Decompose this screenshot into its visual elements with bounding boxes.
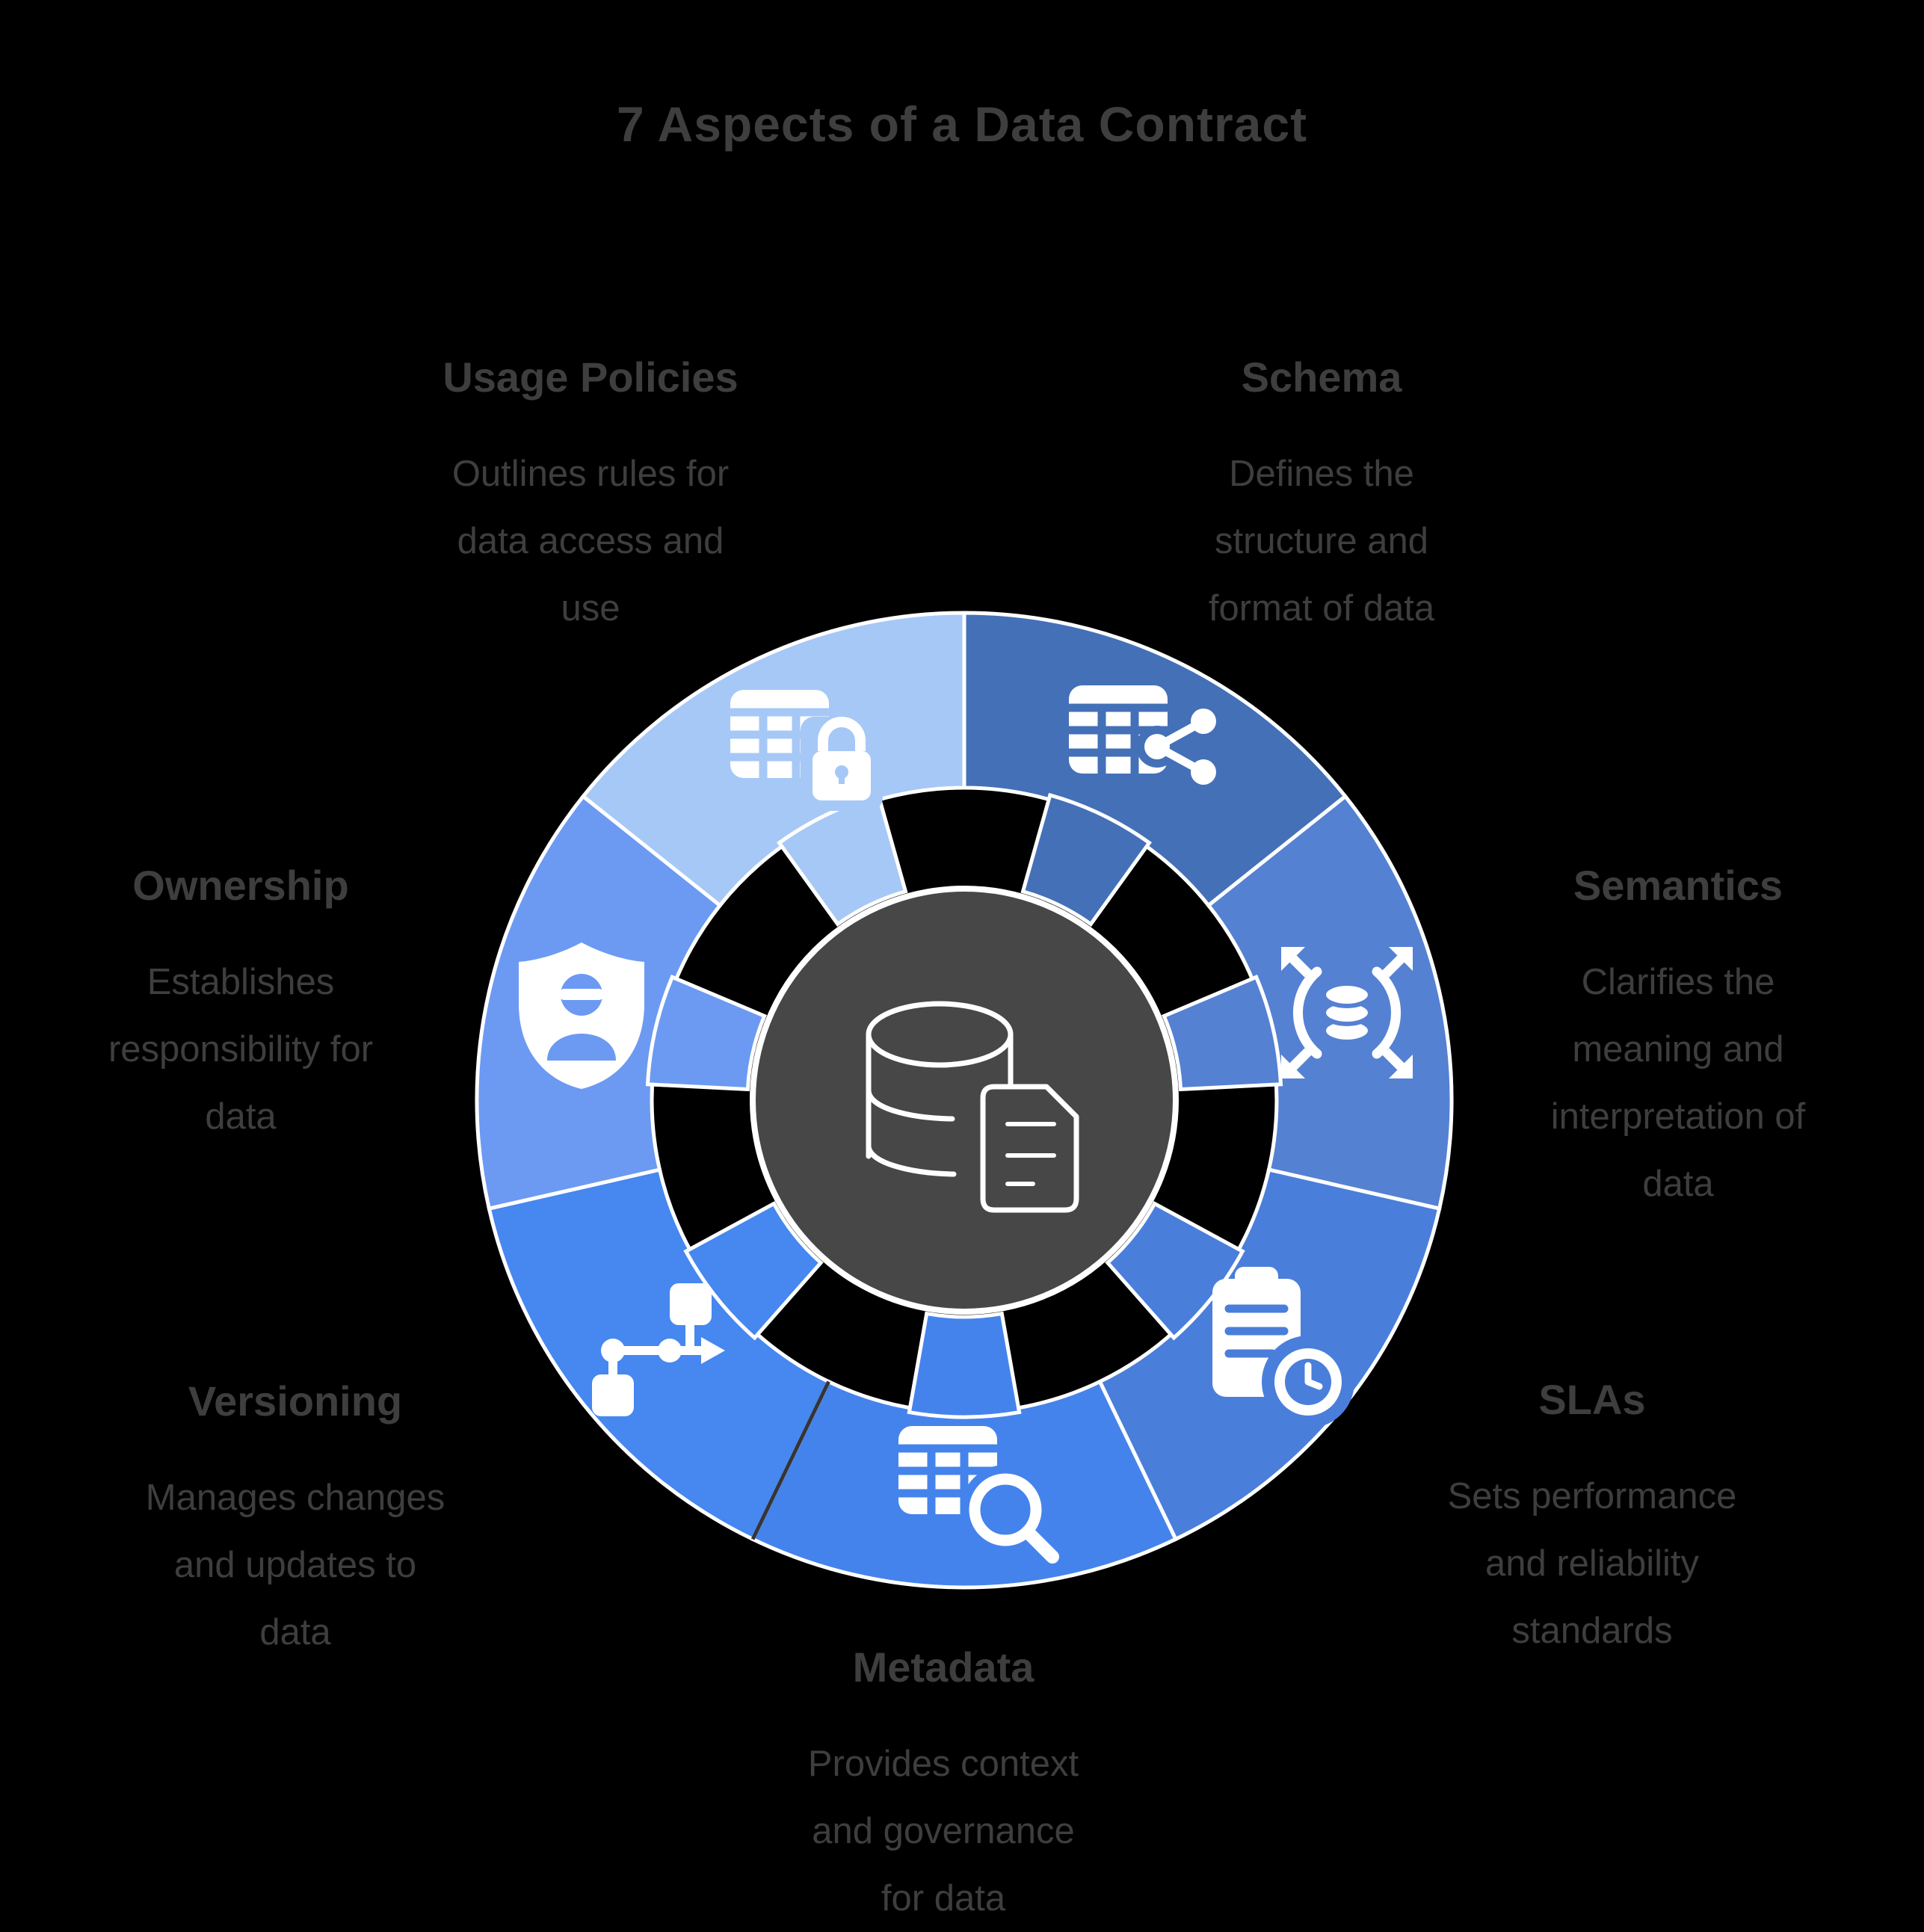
page-title: 7 Aspects of a Data Contract <box>616 96 1308 152</box>
label-schema: Schema Defines the structure and format … <box>1142 353 1501 642</box>
schema-description: Defines the structure and format of data <box>1208 454 1435 629</box>
spoke-versioning <box>683 1201 824 1341</box>
label-ownership: Ownership Establishes responsibility for… <box>61 861 420 1150</box>
clipboard-clock-icon <box>1212 1267 1354 1428</box>
spoke-usage-policies <box>777 792 908 927</box>
center-hub <box>750 886 1179 1315</box>
flowchart-icon <box>592 1283 725 1416</box>
schema-title: Schema <box>1241 354 1402 401</box>
label-versioning: Versioning Manages changes and updates t… <box>116 1377 475 1666</box>
metadata-description: Provides context and governance for data <box>807 1744 1079 1919</box>
ownership-description: Establishes responsibility for data <box>108 962 374 1138</box>
table-share-icon <box>1069 685 1224 793</box>
semantics-description: Clarifies the meaning and interpretation… <box>1550 962 1806 1205</box>
label-metadata: Metadata Provides context and governance… <box>764 1643 1123 1932</box>
versioning-title: Versioning <box>188 1377 403 1425</box>
label-usage-policies: Usage Policies Outlines rules for data a… <box>411 353 770 642</box>
ownership-title: Ownership <box>132 862 349 909</box>
semantics-title: Semantics <box>1573 862 1783 909</box>
label-slas: SLAs Sets performance and reliability st… <box>1413 1375 1772 1664</box>
database-with-document-icon <box>866 1001 1079 1213</box>
database-expand-icon <box>1281 947 1413 1078</box>
shield-user-icon <box>519 942 644 1089</box>
spoke-metadata <box>907 1311 1022 1419</box>
spoke-semantics <box>1161 975 1283 1092</box>
versioning-description: Manages changes and updates to data <box>145 1478 445 1653</box>
spoke-ownership <box>645 975 768 1092</box>
metadata-title: Metadata <box>852 1644 1035 1691</box>
spoke-schema <box>1020 792 1152 927</box>
table-lock-icon <box>730 690 883 811</box>
usage-policies-description: Outlines rules for data access and use <box>451 454 730 629</box>
usage-policies-title: Usage Policies <box>443 354 739 401</box>
slas-title: SLAs <box>1538 1376 1646 1423</box>
dark-divider <box>750 1380 830 1540</box>
label-semantics: Semantics Clarifies the meaning and inte… <box>1499 861 1857 1218</box>
slas-description: Sets performance and reliability standar… <box>1447 1476 1737 1652</box>
table-magnifier-icon <box>898 1426 1067 1571</box>
